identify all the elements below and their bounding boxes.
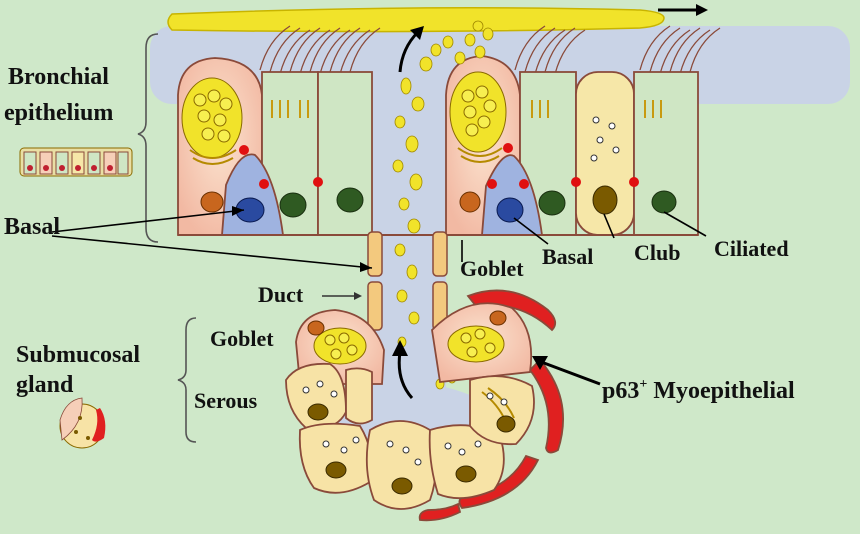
label-myoepithelial: p63+ Myoepithelial (602, 377, 795, 404)
pointer-lines (51, 209, 707, 386)
label-bronchial-line1: Bronchial (8, 64, 109, 90)
submucosal-gland-bracket (177, 317, 197, 443)
myoepithelial-cell-2 (528, 358, 564, 454)
right-basal-cell (481, 154, 544, 236)
right-epithelium-details (449, 71, 677, 223)
label-ciliated: Ciliated (714, 236, 789, 261)
gland-details (302, 310, 516, 495)
label-serous: Serous (194, 388, 258, 413)
mucus-layer (167, 7, 665, 33)
serous-cell-3 (365, 420, 437, 510)
label-goblet-upper: Goblet (460, 256, 524, 281)
label-submucosal-line2: gland (16, 372, 74, 398)
label-bronchial-line2: epithelium (4, 100, 113, 126)
serous-cell-5 (469, 375, 535, 446)
serous-cell-2 (298, 422, 373, 494)
cilia (259, 25, 721, 75)
label-duct: Duct (258, 282, 304, 307)
label-basal-right: Basal (542, 244, 593, 269)
duct-wall (367, 231, 448, 331)
label-myoepithelial-sup: + (639, 377, 647, 392)
bronchial-epithelium-bracket (137, 33, 159, 243)
upward-flow-arrowhead-top (410, 26, 424, 40)
label-myoepithelial-prefix: p63 (602, 378, 639, 404)
submucosal-gland-mini-icon (59, 397, 106, 449)
left-epithelium-details (181, 77, 364, 223)
label-basal-left: Basal (4, 214, 60, 240)
label-myoepithelial-suffix: Myoepithelial (647, 378, 795, 404)
bronchial-epithelium-mini-icon (19, 147, 133, 177)
label-submucosal-line1: Submucosal (16, 342, 140, 368)
label-club: Club (634, 240, 680, 265)
upward-flow-arrowhead-gland (392, 340, 408, 356)
myoepithelial-cell-4 (418, 502, 462, 522)
myoepithelial-pointer-head (532, 356, 548, 370)
mucus-flow-arrow (658, 4, 708, 16)
serous-cell-6 (345, 367, 373, 425)
duct-pointer (322, 292, 362, 300)
upward-flow-arrow-gland (397, 351, 414, 399)
label-goblet-lower: Goblet (210, 326, 274, 351)
